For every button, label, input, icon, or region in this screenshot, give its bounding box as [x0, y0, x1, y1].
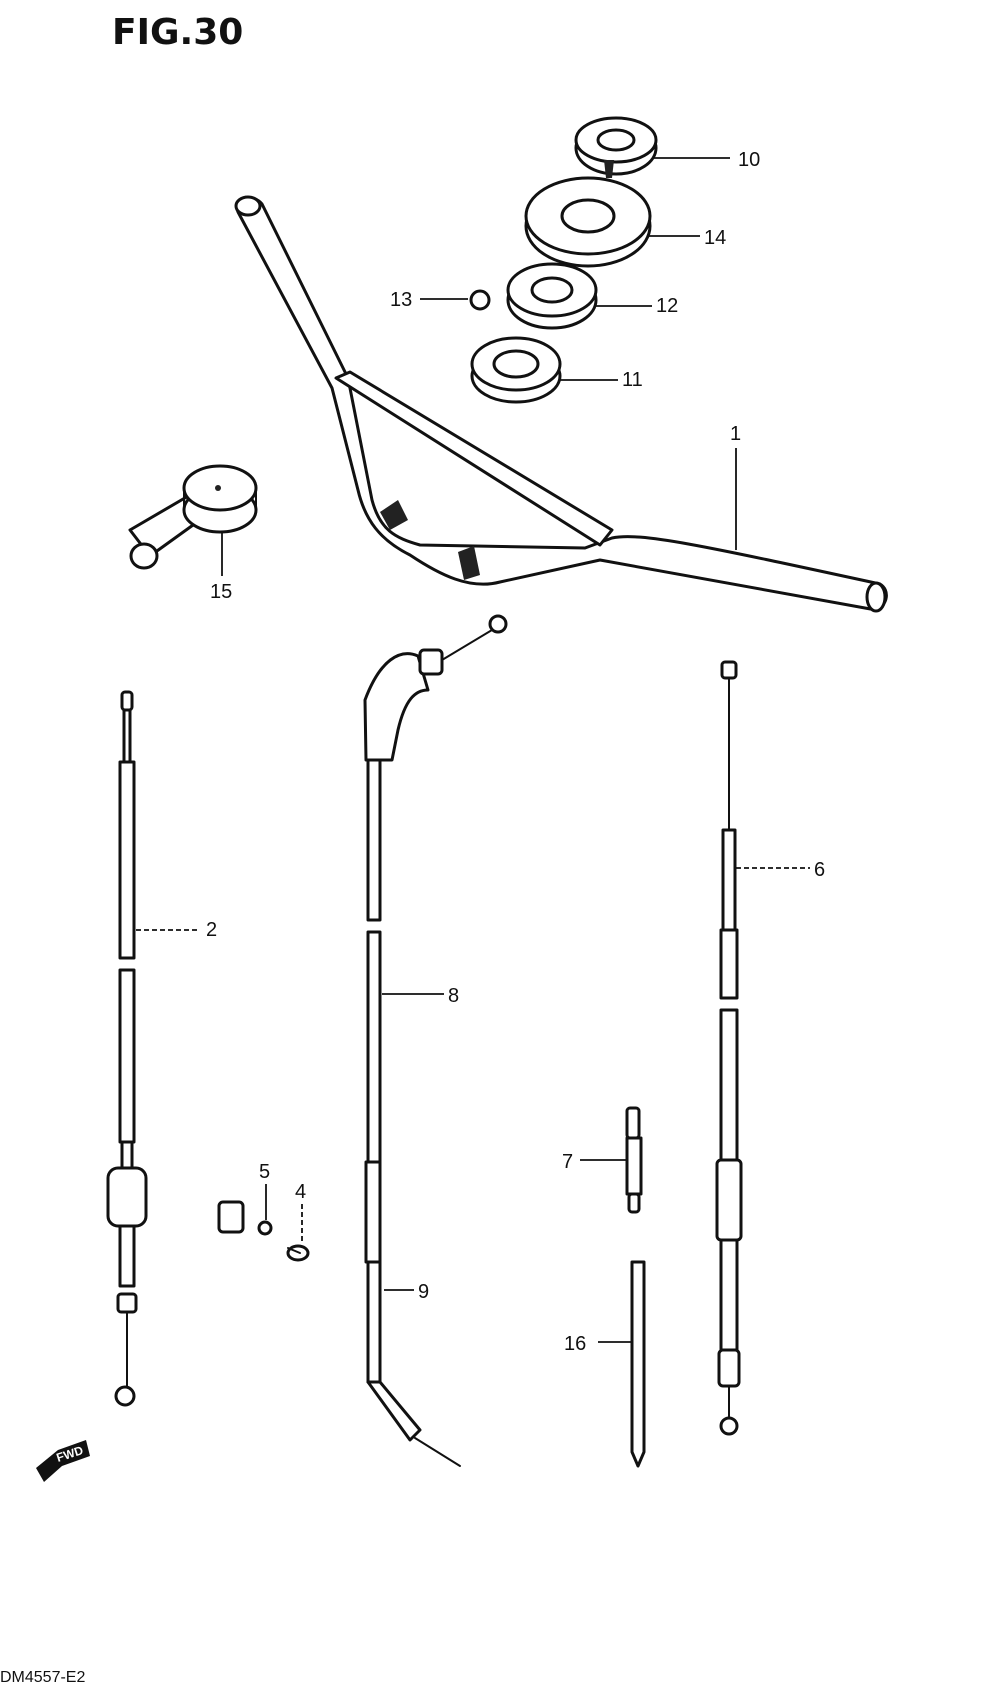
part-16-cable-strap — [630, 1260, 646, 1468]
callout-4: 4 — [295, 1181, 306, 1203]
footer-code: DM4557-E2 — [0, 1669, 85, 1686]
callout-15: 15 — [210, 581, 232, 603]
figure-title: FIG.30 — [112, 12, 243, 53]
part-12-bushing — [506, 262, 598, 330]
part-11-cup — [470, 336, 562, 404]
part-4-bolt — [286, 1244, 310, 1262]
part-8-cable — [363, 614, 508, 1264]
callout-5: 5 — [259, 1161, 270, 1183]
part-10-nut — [574, 116, 658, 178]
callout-10: 10 — [738, 149, 760, 171]
fwd-arrow-icon: FWD — [36, 1440, 90, 1482]
callout-11: 11 — [622, 369, 643, 391]
part-15-throttle-housing — [128, 464, 258, 570]
callout-6: 6 — [814, 859, 825, 881]
part-9-cable-end — [366, 1260, 461, 1467]
callout-8: 8 — [448, 985, 459, 1007]
part-13-ball — [469, 289, 491, 311]
callout-13: 13 — [390, 289, 412, 311]
part-2-cable — [106, 690, 148, 1407]
part-14-washer — [524, 176, 652, 268]
callout-9: 9 — [418, 1281, 429, 1303]
leader-lines — [136, 157, 810, 1343]
handlebar — [234, 195, 888, 613]
callout-12: 12 — [656, 295, 678, 317]
callout-1: 1 — [730, 423, 741, 445]
callout-14: 14 — [704, 227, 726, 249]
callout-16: 16 — [564, 1333, 586, 1355]
callout-7: 7 — [562, 1151, 573, 1173]
part-6-cable — [715, 660, 743, 1436]
part-5-screw — [217, 1200, 273, 1236]
part-7-clip — [625, 1106, 643, 1214]
callout-2: 2 — [206, 919, 217, 941]
